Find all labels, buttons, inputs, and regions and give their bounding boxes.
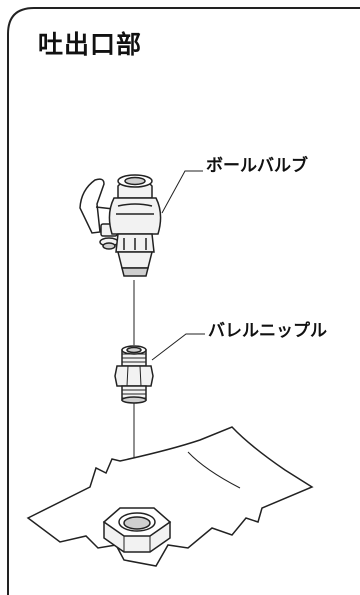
ball-valve-leader <box>161 170 203 214</box>
hex-nut-icon <box>102 507 172 553</box>
ball-valve-label: ボールバルブ <box>206 156 308 176</box>
barrel-nipple-leader <box>151 333 205 361</box>
panel-title: 吐出口部 <box>38 30 143 59</box>
ball-valve-icon <box>79 174 162 277</box>
barrel-nipple-label: バレルニップル <box>208 321 327 341</box>
panel-frame <box>7 7 360 595</box>
barrel-nipple-icon <box>114 345 154 404</box>
sheet-fold-line <box>187 451 241 489</box>
gasket-sheet-icon <box>26 426 314 567</box>
